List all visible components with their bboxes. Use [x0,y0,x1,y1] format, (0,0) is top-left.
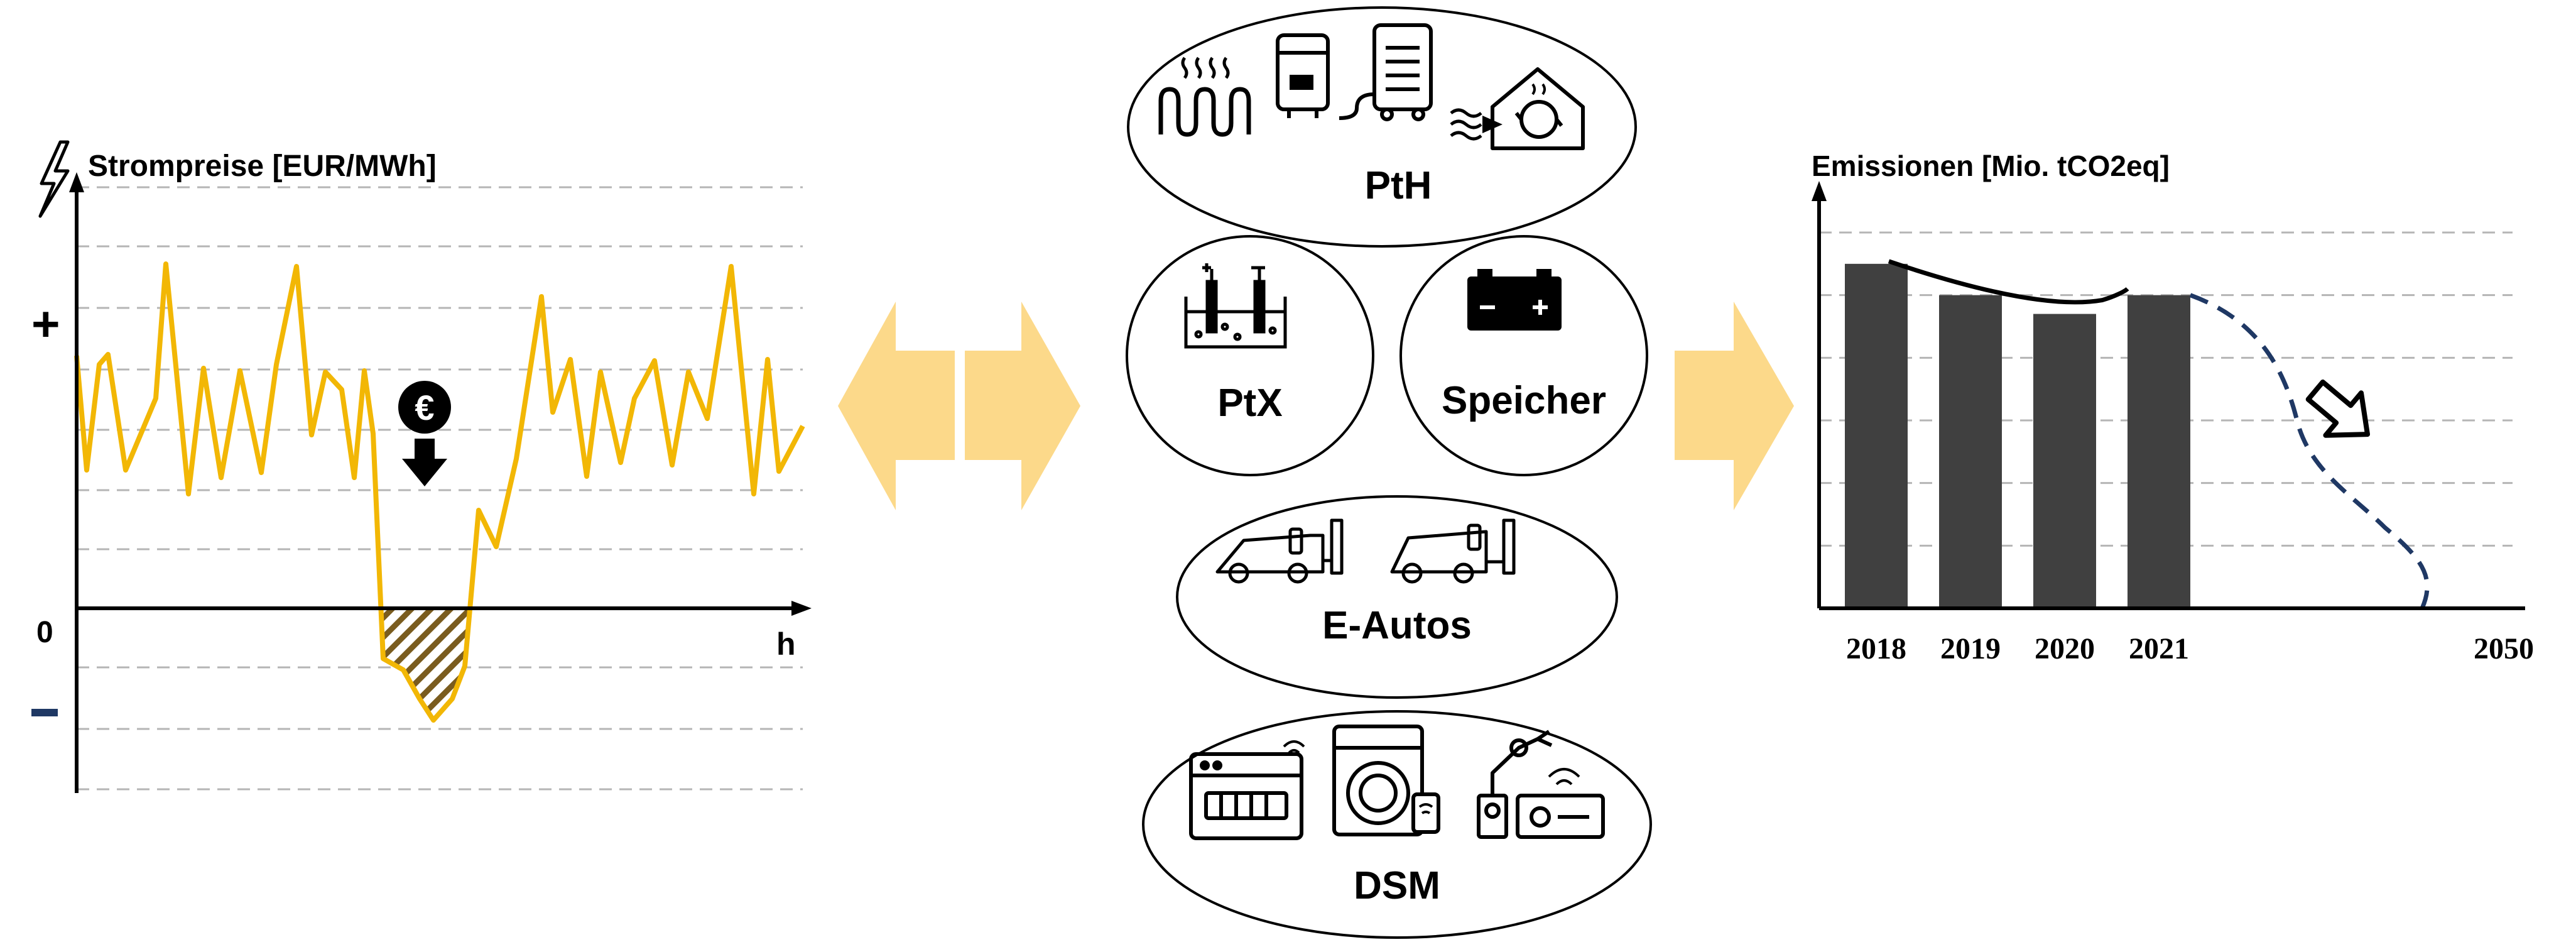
right-arrow [1675,302,1794,510]
emissions-axes [1817,200,2525,610]
x-axis-unit-label: h [776,627,796,662]
emissions-x-tick-2020: 2020 [2035,632,2095,665]
industrial-robot-icon [1477,730,1605,839]
emissions-bars [1845,263,2190,608]
downward-trend-arrow-icon [2305,379,2371,438]
emissions-trend-line [1888,259,2129,305]
euro-icon: € [415,388,434,427]
radiator-icon [1158,57,1251,137]
dsm-label: DSM [1354,864,1440,907]
emissions-bar-2019 [1939,295,2002,608]
storage-option: Speicher [1399,235,1648,476]
y-axis-minus-label [31,709,58,716]
smart-dishwasher-icon [1189,740,1305,840]
price-drop-icon: € [398,381,451,486]
emissions-projection-line [2189,293,2430,610]
ev-option: E-Autos [1176,495,1618,699]
x-axis-arrowhead [791,601,812,616]
price-line [74,261,805,723]
ptx-option: PtX [1126,235,1374,476]
price-axes [75,191,793,793]
emissions-bar-2018 [1845,263,1908,608]
emissions-bar-2020 [2033,314,2096,608]
emissions-chart: Emissionen [Mio. tCO2eq] 2018 2019 2020 202… [1812,150,2534,665]
emissions-x-tick-2021: 2021 [2129,632,2189,665]
emissions-x-tick-2018: 2018 [1846,632,1906,665]
water-heater-icon [1276,33,1330,118]
bidirectional-arrow [838,302,1080,510]
emissions-bar-2021 [2128,295,2190,608]
arrow-left-half [838,302,955,510]
price-grid [77,186,803,791]
negative-price-area [383,608,470,720]
lightning-icon [38,140,70,218]
y-axis-arrowhead [69,172,84,192]
arrow-right-half [965,302,1080,510]
emissions-x-ticks: 2018 2019 2020 2021 2050 [1846,632,2534,665]
ev-charging-van-icon [1390,518,1516,584]
price-chart: Strompreise [EUR/MWh] + 0 h [31,140,812,793]
smart-washing-machine-icon [1332,725,1440,836]
battery-icon [1467,269,1562,331]
emissions-y-arrowhead [1812,181,1827,201]
pth-option: PtH [1127,6,1637,248]
storage-label: Speicher [1442,379,1606,422]
ev-label: E-Autos [1322,604,1472,647]
emissions-x-tick-2019: 2019 [1940,632,2001,665]
heat-storage-icon [1339,23,1433,121]
down-arrow-icon [402,439,447,486]
emissions-chart-title: Emissionen [Mio. tCO2eq] [1812,150,2170,182]
ptx-label: PtX [1217,381,1282,425]
emissions-x-tick-2050: 2050 [2474,632,2534,665]
ev-charging-car-icon [1215,518,1344,584]
y-axis-plus-label: + [31,296,60,351]
dsm-option: DSM [1142,710,1652,939]
price-chart-title: Strompreise [EUR/MWh] [88,150,437,183]
electrolysis-icon [1184,263,1287,349]
y-axis-zero-label: 0 [36,616,53,649]
pth-label: PtH [1365,164,1432,207]
heat-pump-house-icon [1450,67,1585,150]
